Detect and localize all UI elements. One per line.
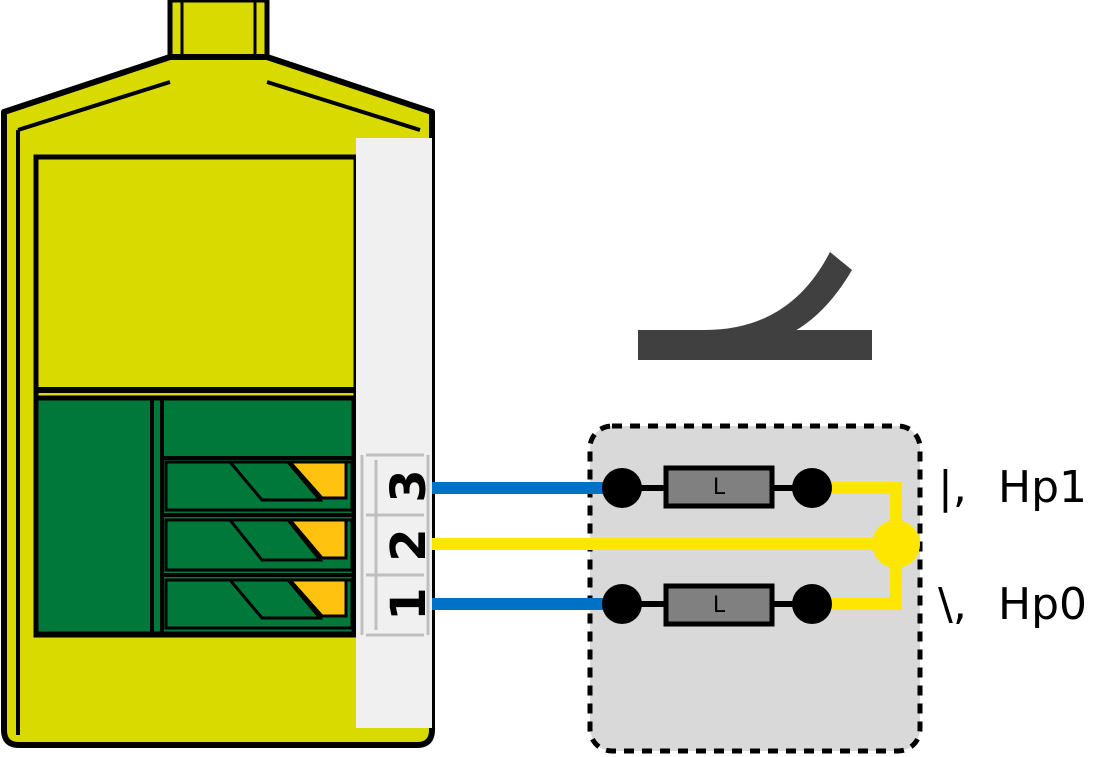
- lamp-lower: L: [602, 583, 832, 627]
- aspect-upper-name: Hp1: [998, 462, 1087, 513]
- aspect-lower-name: Hp0: [998, 579, 1087, 630]
- terminal-number-2: 2: [381, 528, 437, 561]
- aspect-labels: |, Hp1 \, Hp0: [938, 462, 1087, 630]
- terminal-label-strip: 3 2 1: [356, 138, 437, 728]
- lamp-lower-letter: L: [713, 593, 726, 618]
- wires: [432, 482, 920, 610]
- terminal-3-clamp: [164, 460, 354, 512]
- terminal-number-3: 3: [381, 469, 437, 502]
- terminal-1-clamp: [164, 578, 354, 630]
- lamp-upper: L: [602, 465, 832, 509]
- terminal-block: [33, 395, 357, 637]
- turnout-switch-icon: [638, 252, 872, 360]
- terminal-number-1: 1: [381, 587, 437, 620]
- lamp-upper-letter: L: [713, 475, 726, 500]
- terminal-2-clamp: [164, 518, 354, 572]
- aspect-upper-symbol: |,: [938, 462, 967, 513]
- aspect-lower-symbol: \,: [938, 579, 967, 630]
- common-junction-node: [872, 520, 920, 568]
